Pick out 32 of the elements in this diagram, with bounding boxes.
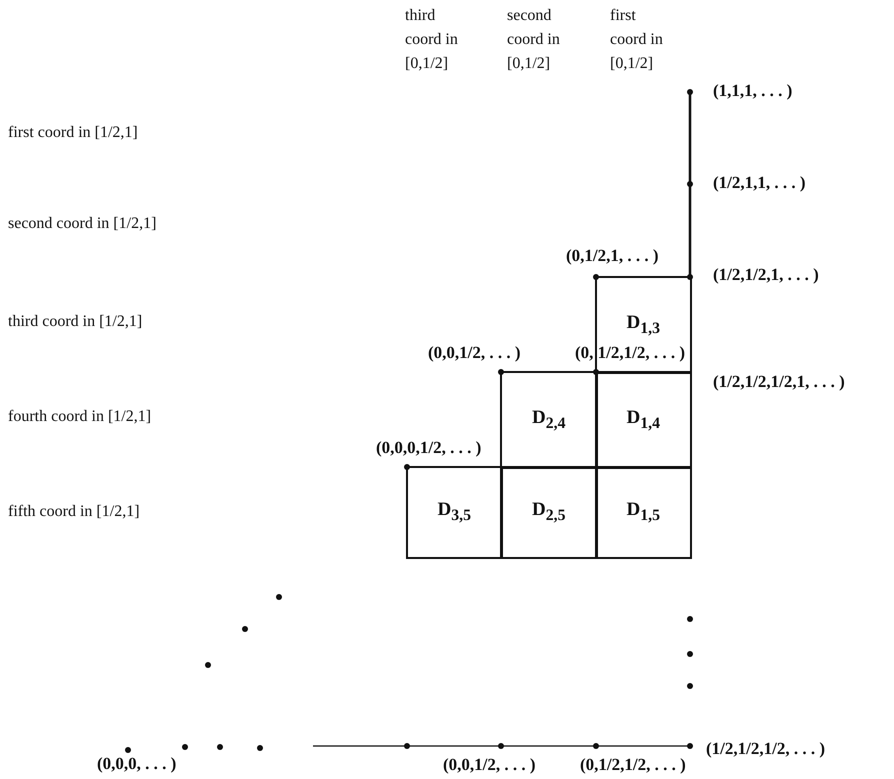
grid-cell	[595, 466, 692, 558]
column-heading: second coord in [0,1/2]	[507, 6, 561, 74]
coordinate-label: (0,1/2,1, . . . )	[566, 245, 659, 267]
coordinate-label: (0,0,0, . . . )	[97, 753, 176, 775]
region-label: D$_{3,5}$	[437, 499, 472, 526]
coordinate-label: (1/2,1/2,1/2, . . . )	[706, 738, 825, 760]
coordinate-label: (1/2,1,1, . . . )	[713, 172, 806, 194]
region-label: D$_{2,5}$	[532, 499, 566, 526]
row-heading: first coord in [1/2,1]	[8, 123, 138, 143]
region-label: D$_{2,4}$	[532, 406, 566, 433]
region-label: D$_{1,3}$	[626, 312, 660, 338]
coordinate-label: (0,1/2,1/2, . . . )	[580, 754, 686, 776]
coordinate-label: (0,0,1/2, . . . )	[428, 342, 521, 364]
grid-cell	[595, 276, 692, 374]
grid-cell	[500, 466, 598, 558]
grid-cell	[595, 371, 692, 468]
row-heading: second coord in [1/2,1]	[8, 214, 156, 234]
coordinate-label: (0, 1/2,1/2, . . . )	[575, 342, 686, 364]
coordinate-label: (0,0,0,1/2, . . . )	[376, 437, 482, 459]
coordinate-label: (1,1,1, . . . )	[713, 80, 792, 102]
grid-cell	[406, 466, 502, 558]
region-label: D$_{1,4}$	[626, 406, 660, 433]
column-heading: third coord in [0,1/2]	[405, 6, 459, 74]
region-label: D$_{1,5}$	[626, 499, 660, 526]
coordinate-label: (1/2,1/2,1/2,1, . . . )	[713, 371, 845, 393]
row-heading: third coord in [1/2,1]	[8, 312, 142, 332]
coordinate-label: (0,0,1/2, . . . )	[443, 754, 536, 776]
row-heading: fifth coord in [1/2,1]	[8, 502, 140, 522]
row-heading: fourth coord in [1/2,1]	[8, 407, 152, 427]
grid-cell	[500, 371, 598, 468]
column-heading: first coord in [0,1/2]	[610, 6, 664, 74]
coordinate-label: (1/2,1/2,1, . . . )	[713, 264, 819, 286]
